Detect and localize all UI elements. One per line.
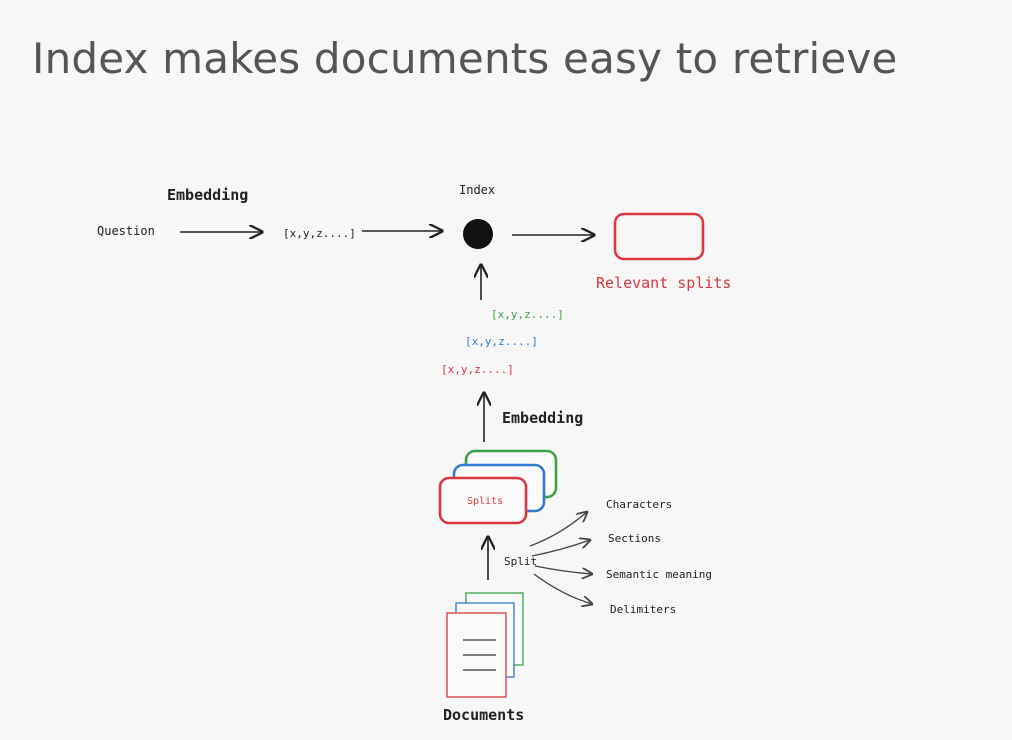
split-method-2: Semantic meaning	[606, 568, 712, 581]
question-label: Question	[97, 224, 155, 238]
vector-red: [x,y,z....]	[441, 363, 514, 376]
relevant-splits-label: Relevant splits	[596, 274, 731, 292]
page-title: Index makes documents easy to retrieve	[32, 34, 898, 83]
split-card-red	[438, 476, 528, 525]
splits-label: Splits	[467, 496, 503, 507]
index-node	[463, 219, 493, 249]
embedding-top-label: Embedding	[167, 186, 248, 204]
embedding-lower-label: Embedding	[502, 409, 583, 427]
split-method-3: Delimiters	[610, 603, 676, 616]
split-arrow-characters	[529, 512, 587, 547]
documents-label: Documents	[443, 706, 524, 724]
index-label: Index	[459, 183, 495, 197]
split-label: Split	[504, 555, 537, 568]
split-method-0: Characters	[606, 498, 672, 511]
vector-blue: [x,y,z....]	[465, 335, 538, 348]
vector-green: [x,y,z....]	[491, 308, 564, 321]
question-vector: [x,y,z....]	[283, 227, 356, 240]
split-arrow-semantic	[534, 565, 592, 574]
split-arrow-sections	[531, 540, 590, 557]
split-arrow-delimiters	[533, 573, 592, 604]
split-method-1: Sections	[608, 532, 661, 545]
relevant-splits-box	[613, 212, 705, 261]
